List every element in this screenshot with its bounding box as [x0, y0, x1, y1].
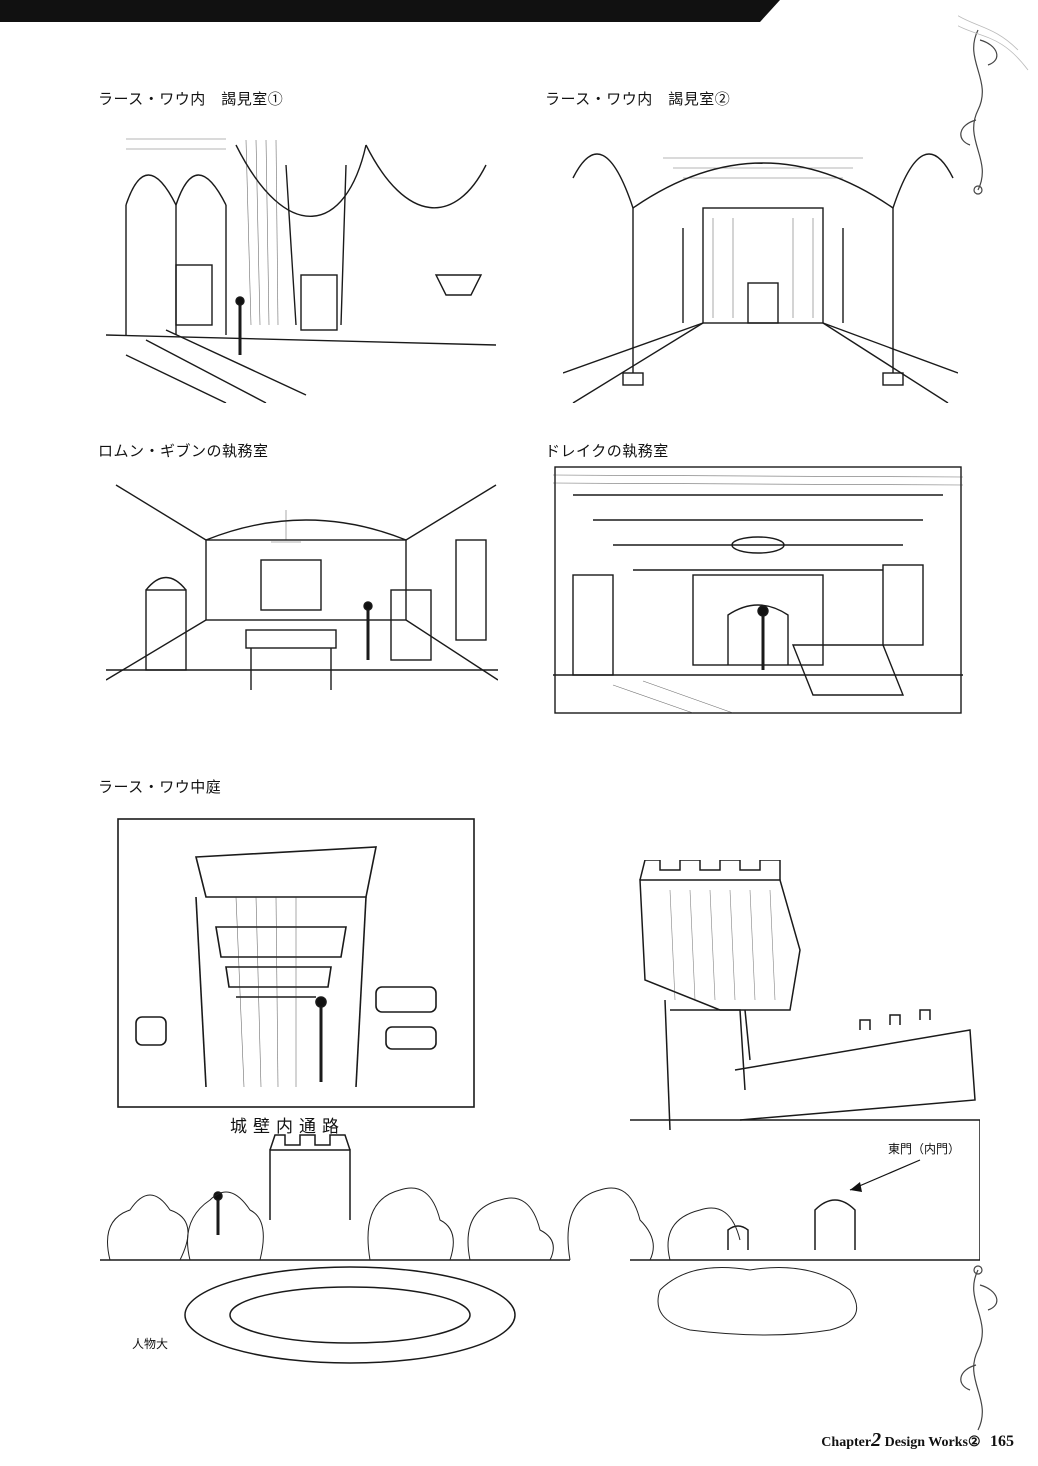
footer-chapter-number: 2 — [871, 1429, 882, 1451]
sketch-drake-office — [553, 465, 963, 715]
caption-drake-office: ドレイクの執務室 — [545, 444, 669, 460]
sketch-courtyard-castle — [70, 860, 980, 1375]
sketch-throne-room-1 — [106, 125, 496, 403]
page-number: 165 — [990, 1433, 1014, 1450]
note-inner-wall-corridor: 城壁内通路 — [230, 1117, 345, 1137]
sketch-throne-room-2 — [563, 118, 958, 403]
caption-throne-room-2: ラース・ワウ内 謁見室② — [545, 92, 731, 108]
caption-throne-room-1: ラース・ワウ内 謁見室① — [98, 92, 284, 108]
note-figure-scale: 人物大 — [132, 1337, 169, 1351]
caption-romun-office: ロムン・ギブンの執務室 — [98, 444, 269, 460]
caption-courtyard: ラース・ワウ中庭 — [98, 780, 222, 796]
note-east-gate: 東門（内門） — [888, 1142, 961, 1156]
page-footer: Chapter2 Design Works② 165 — [821, 1429, 1014, 1452]
sketch-romun-office — [106, 480, 498, 710]
sketch-inner-wall-corridor — [116, 817, 476, 1109]
footer-chapter-word: Chapter — [821, 1435, 872, 1450]
top-header-bar — [0, 0, 780, 22]
floral-border-decoration — [958, 15, 1029, 1431]
footer-section: Design Works② — [884, 1435, 981, 1450]
